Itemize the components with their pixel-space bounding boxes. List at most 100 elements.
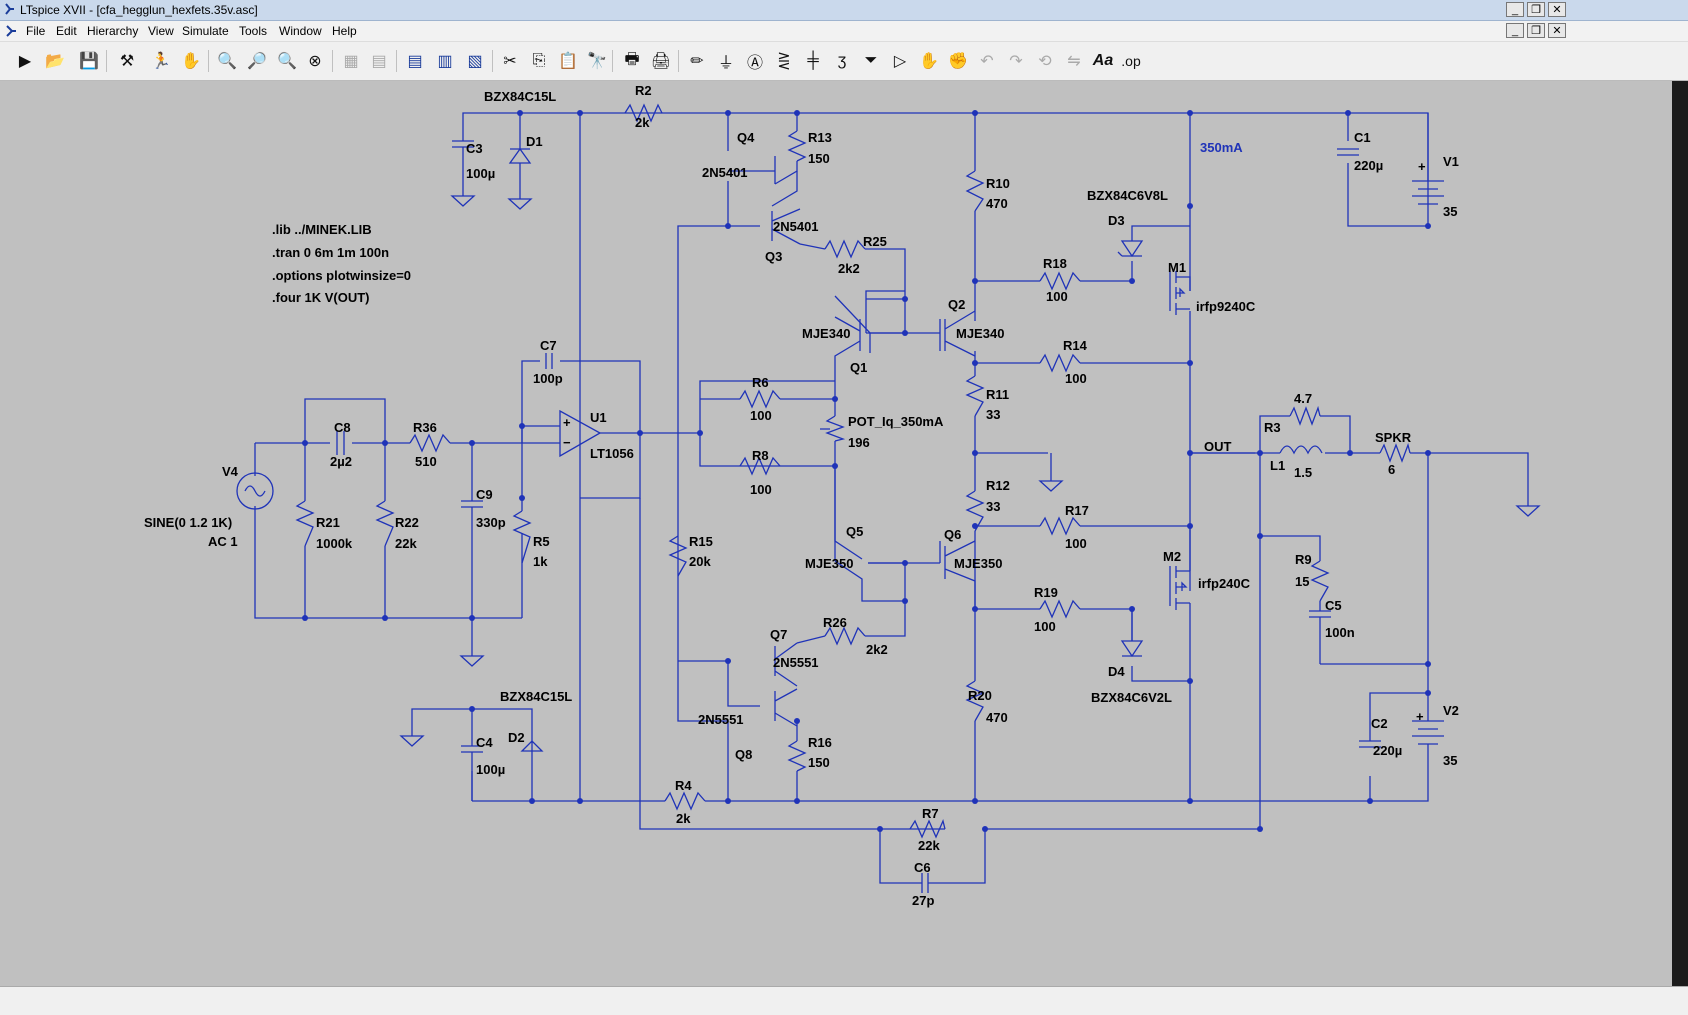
control-panel-icon[interactable]: ⚒ (119, 53, 135, 70)
halt-icon[interactable]: 🏃 (151, 53, 171, 70)
label-r7: R7 (922, 806, 939, 821)
ltspice-app-icon[interactable] (4, 3, 16, 16)
mirror-icon[interactable]: ⇋ (1067, 53, 1081, 70)
resistor-r21 (295, 500, 315, 547)
label-d3: D3 (1108, 213, 1125, 228)
label-r22-value: 22k (395, 536, 417, 551)
find-icon[interactable]: 🔭 (587, 53, 607, 70)
zoom-out-icon[interactable]: 🔍 (277, 53, 297, 70)
menu-help[interactable]: Help (332, 24, 357, 38)
zoom-in-icon[interactable]: 🔍 (217, 53, 237, 70)
resistor-r5 (512, 510, 532, 618)
toolbar-separator (612, 50, 613, 72)
menu-edit[interactable]: Edit (56, 24, 77, 38)
doc-close-button[interactable]: ✕ (1548, 23, 1566, 38)
label-c8-value: 2µ2 (330, 454, 352, 469)
draw-wire-icon[interactable]: ✏ (690, 53, 704, 70)
label-r2: R2 (635, 83, 652, 98)
rotate-icon[interactable]: ⟲ (1038, 53, 1052, 70)
resistor-r7 (909, 818, 946, 839)
print-icon[interactable]: 🖶 (624, 50, 640, 68)
menu-hierarchy[interactable]: Hierarchy (87, 24, 139, 38)
label-v4: V4 (222, 464, 239, 479)
zoom-cancel-icon[interactable]: ⊗ (308, 53, 322, 70)
menu-view[interactable]: View (148, 24, 174, 38)
resistor-r22 (375, 500, 395, 547)
label-r3: R3 (1264, 420, 1281, 435)
label-c5-value: 100n (1325, 625, 1355, 640)
vertical-scrollbar[interactable] (1672, 81, 1688, 986)
label-r19: R19 (1034, 585, 1058, 600)
doc-maximize-button[interactable]: ❐ (1527, 23, 1545, 38)
resistor-r20 (965, 680, 985, 722)
label-sine: SINE(0 1.2 1K) (144, 515, 232, 530)
mosfet-m2 (1169, 526, 1191, 621)
run-icon[interactable]: ▶ (18, 53, 32, 70)
toolbar-separator (208, 50, 209, 72)
save-icon[interactable]: 💾 (79, 53, 99, 70)
print-preview-icon[interactable]: 🖨 (650, 53, 672, 70)
maximize-button[interactable]: ❐ (1527, 2, 1545, 17)
menu-window[interactable]: Window (279, 24, 322, 38)
inductor-icon[interactable]: ʒ (837, 52, 847, 69)
pan-hand-icon[interactable]: ✋ (181, 53, 201, 70)
resistor-icon[interactable]: ⋛ (777, 53, 791, 70)
capacitor-icon[interactable]: ╪ (807, 52, 819, 69)
tile-horizontal-icon[interactable]: ▤ (407, 53, 423, 70)
menu-file[interactable]: File (26, 24, 46, 38)
move-icon[interactable]: ✋ (919, 53, 939, 70)
label-net-icon[interactable]: Ⓐ (746, 55, 763, 72)
open-icon[interactable]: 📂 (45, 53, 65, 70)
resistor-r14 (1039, 353, 1081, 373)
label-c2: C2 (1371, 716, 1388, 731)
ground-out (1038, 453, 1064, 492)
capacitor-c1 (1337, 148, 1359, 156)
minimize-button[interactable]: _ (1506, 2, 1524, 17)
ground-c4 (399, 735, 425, 747)
spice-directive-icon[interactable]: .op (1121, 53, 1141, 69)
label-r25: R25 (863, 234, 887, 249)
toolbar-separator (678, 50, 679, 72)
autorange-icon[interactable]: ▦ (343, 53, 359, 70)
label-q3-model: 2N5401 (773, 219, 819, 234)
label-r21-value: 1000k (316, 536, 353, 551)
diode-icon[interactable]: ⏷ (864, 52, 878, 69)
close-button[interactable]: ✕ (1548, 2, 1566, 17)
label-r6-value: 100 (750, 408, 772, 423)
doc-minimize-button[interactable]: _ (1506, 23, 1524, 38)
undo-icon[interactable]: ↶ (980, 53, 994, 70)
cut-icon[interactable]: ✂ (503, 53, 517, 70)
label-z2: BZX84C15L (500, 689, 572, 704)
resistor-r10 (965, 170, 985, 212)
toolbar-separator (332, 50, 333, 72)
drag-icon[interactable]: ✊ (948, 53, 968, 70)
potentiometer (820, 415, 846, 442)
window-title: LTspice XVII - [cfa_hegglun_hexfets.35v.… (20, 3, 258, 17)
text-icon[interactable]: Aa (1092, 52, 1114, 69)
label-z1: BZX84C15L (484, 89, 556, 104)
copy-icon[interactable]: ⎘ (532, 52, 546, 69)
resistor-r19 (1039, 599, 1081, 619)
label-r16: R16 (808, 735, 832, 750)
directive-options: .options plotwinsize=0 (272, 268, 411, 283)
component-icon[interactable]: ▷ (893, 53, 907, 70)
label-z3: BZX84C6V8L (1087, 188, 1168, 203)
resistor-r8 (739, 456, 781, 476)
zoom-area-icon[interactable]: 🔎 (247, 53, 267, 70)
menu-simulate[interactable]: Simulate (182, 24, 229, 38)
tile-vertical-icon[interactable]: ▥ (437, 53, 453, 70)
tile-icon[interactable]: ▤ (371, 53, 387, 70)
capacitor-c5 (1309, 610, 1331, 636)
label-l1: L1 (1270, 458, 1285, 473)
label-l1-value: 1.5 (1294, 465, 1312, 480)
menu-tools[interactable]: Tools (239, 24, 268, 38)
label-r5: R5 (533, 534, 550, 549)
mosfet-m1 (1169, 271, 1191, 315)
redo-icon[interactable]: ↷ (1009, 53, 1023, 70)
cascade-icon[interactable]: ▧ (467, 53, 483, 70)
ground-icon[interactable]: ⏚ (717, 55, 734, 72)
document-icon[interactable] (4, 24, 18, 38)
label-r3-value: 4.7 (1294, 391, 1312, 406)
schematic-canvas[interactable]: BZX84C15L R2 2k C3 100µ D1 .lib ../MINEK… (0, 81, 1688, 986)
paste-icon[interactable]: 📋 (558, 53, 578, 70)
